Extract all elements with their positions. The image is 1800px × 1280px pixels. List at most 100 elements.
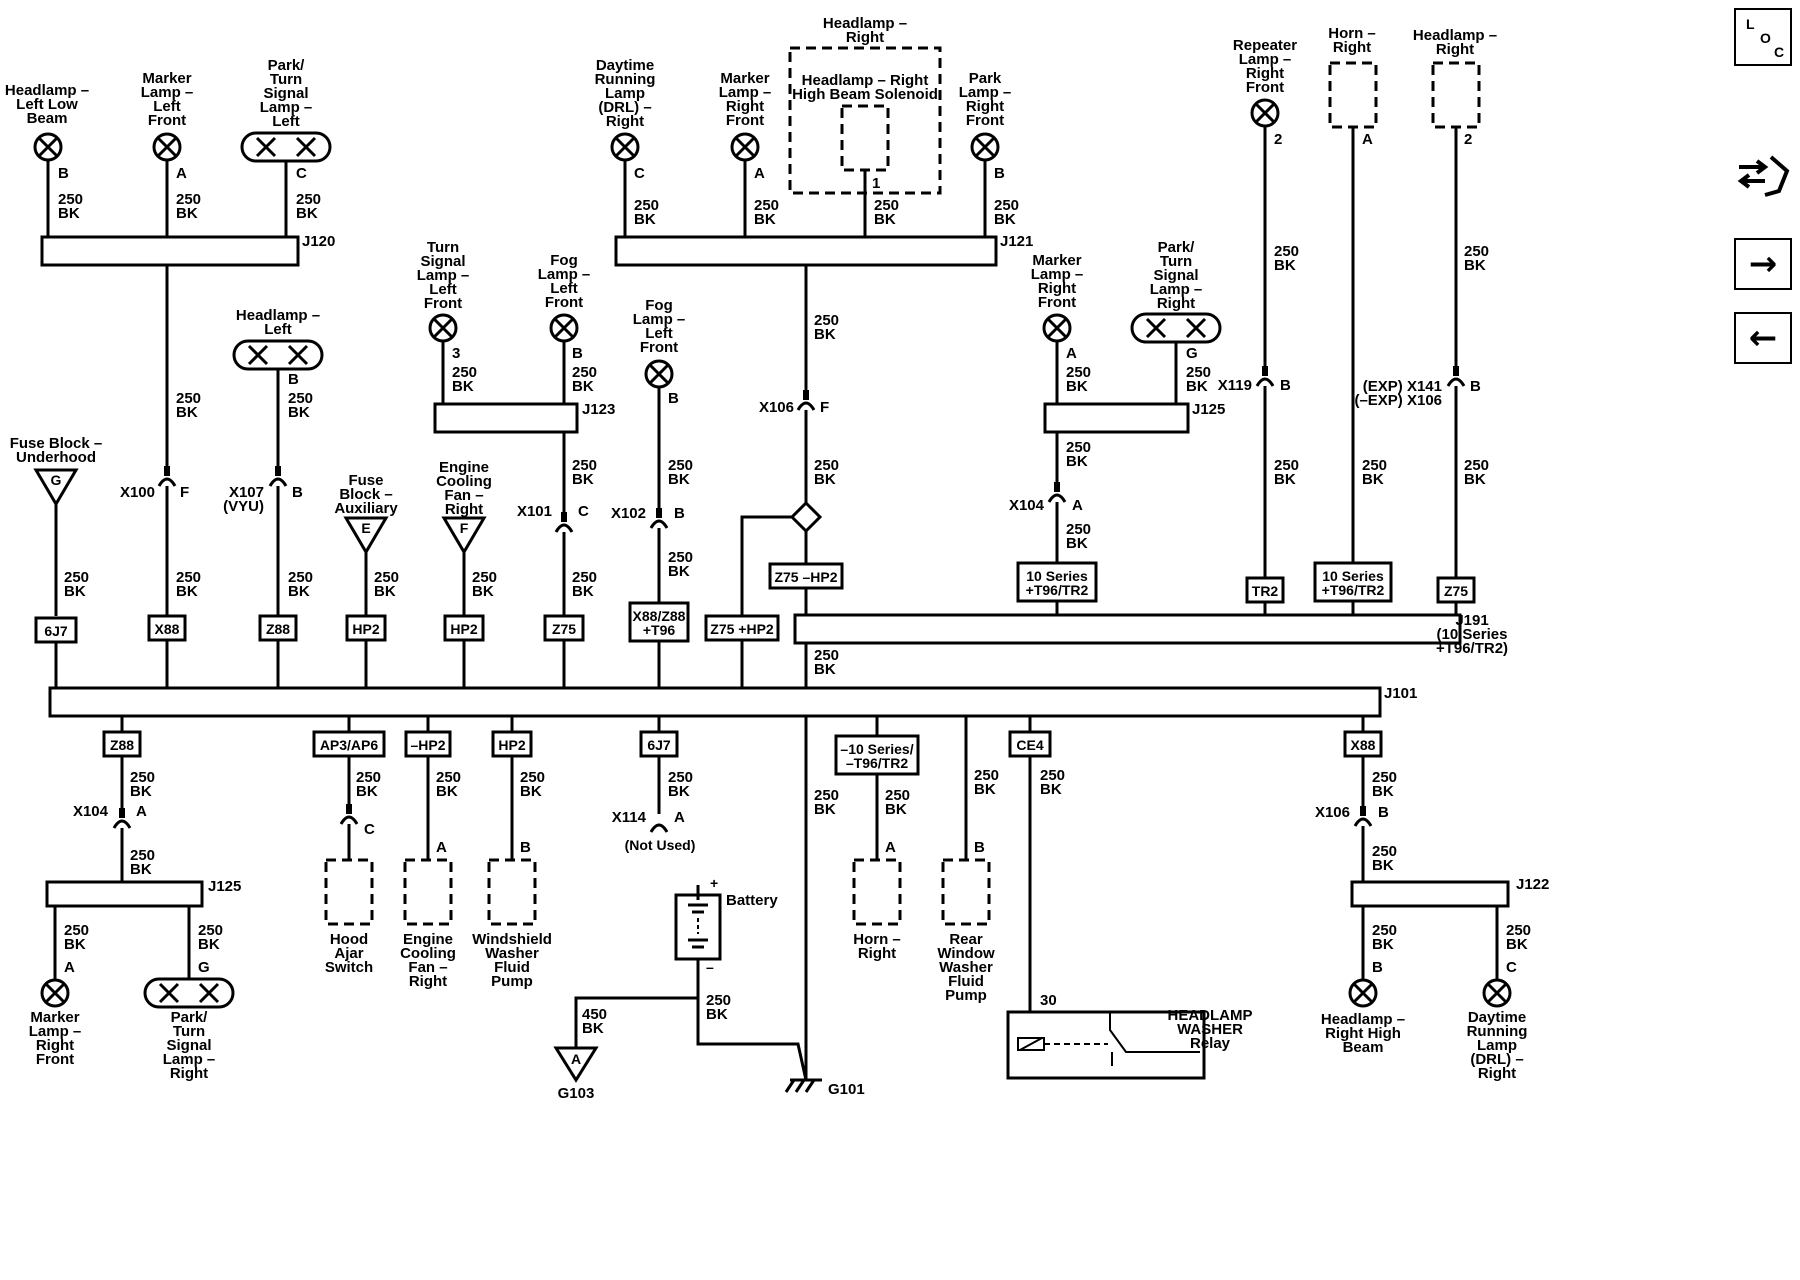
wire-x102-x88-gauge: 250 xyxy=(668,549,693,566)
connector-x106-f-name: X106 xyxy=(759,399,794,416)
wire-j121-x106-color: BK xyxy=(814,326,836,343)
wire-fog-left-front-1-gauge: 250 xyxy=(572,364,597,381)
connector-x104-bot-name: X104 xyxy=(73,803,109,820)
back-button[interactable]: ← xyxy=(1734,312,1792,364)
svg-text:X88: X88 xyxy=(1351,737,1376,753)
connector-x102-name: X102 xyxy=(611,505,646,522)
wire-park-turn-right-mid-gauge: 250 xyxy=(1186,364,1211,381)
option-6j7-1: 6J7 xyxy=(34,616,78,644)
marker-right-front-bot-pin: A xyxy=(64,959,75,976)
wire-headlamp-right-top-color: BK xyxy=(1464,257,1486,274)
turn-left-front-pin: 3 xyxy=(452,345,460,362)
location-view-button[interactable]: L O C xyxy=(1734,8,1792,66)
wire-z88-x104-gauge: 250 xyxy=(130,769,155,786)
wire-park-turn-right-mid-color: BK xyxy=(1186,378,1208,395)
loc-letter-o: O xyxy=(1760,30,1771,46)
wire-minus-hp2-fan-gauge: 250 xyxy=(436,769,461,786)
wire-hl-left-low-gauge: 250 xyxy=(58,191,83,208)
svg-text:E: E xyxy=(361,520,370,536)
connector-hood xyxy=(339,804,359,825)
wire-j122-drl-color: BK xyxy=(1506,936,1528,953)
hood-ajar-pin: C xyxy=(364,821,375,838)
wire-ce4-relay-color: BK xyxy=(1040,781,1062,798)
splice-j125-bot-label: J125 xyxy=(208,878,241,895)
horn-right-bot-box xyxy=(852,858,902,926)
wire-fog-left-front-2-color: BK xyxy=(668,471,690,488)
hood-ajar-box xyxy=(324,858,374,926)
connector-x101-name: X101 xyxy=(517,503,552,520)
wire-j121-x106-gauge: 250 xyxy=(814,312,839,329)
option-10series-1: 10 Series+T96/TR2 xyxy=(1016,561,1098,603)
svg-text:Z75: Z75 xyxy=(552,621,576,637)
marker-right-front-top-pin: A xyxy=(754,165,765,182)
option-z75-hp2: Z75 +HP2 xyxy=(704,614,780,642)
battery-minus-label: – xyxy=(706,959,714,975)
loc-letter-c: C xyxy=(1774,44,1785,60)
ground-g101 xyxy=(784,1078,822,1093)
wire-repeater-right-front-color: BK xyxy=(1274,257,1296,274)
forward-button[interactable]: → xyxy=(1734,238,1792,290)
wire-headlamp-left-color: BK xyxy=(288,404,310,421)
svg-text:AP3/AP6: AP3/AP6 xyxy=(320,737,379,753)
wire-marker-left-front-gauge: 250 xyxy=(176,191,201,208)
connector-x141-x106-pin: B xyxy=(1470,378,1481,395)
wire-10series-horn-gauge: 250 xyxy=(885,787,910,804)
option-z75-2: Z75 xyxy=(1436,576,1476,604)
wire-horn-right-top-gauge: 250 xyxy=(1362,457,1387,474)
wire-z88-x104-color: BK xyxy=(130,783,152,800)
washer-pump-pin: B xyxy=(520,839,531,856)
wire-headlamp-right-top-gauge: 250 xyxy=(1464,243,1489,260)
wire-x100-x88-color: BK xyxy=(176,583,198,600)
fog-left-front-1-pin: B xyxy=(572,345,583,362)
svg-text:+T96/TR2: +T96/TR2 xyxy=(1026,582,1089,598)
drl-right-bot-lamp xyxy=(1482,978,1512,1008)
wire-x100-x88-gauge: 250 xyxy=(176,569,201,586)
option-hp2-2: HP2 xyxy=(443,614,485,642)
wire-x106-j122-gauge: 250 xyxy=(1372,843,1397,860)
option-ce4: CE4 xyxy=(1008,730,1052,758)
option-x88-1: X88 xyxy=(147,614,187,642)
connector-x114-name: X114 xyxy=(612,809,647,826)
splice-j191 xyxy=(793,613,1462,645)
svg-text:–T96/TR2: –T96/TR2 xyxy=(846,755,908,771)
wire-x104-10series-gauge: 250 xyxy=(1066,521,1091,538)
connector-x114 xyxy=(649,823,669,833)
svg-text:+T96/TR2: +T96/TR2 xyxy=(1322,582,1385,598)
repeater-right-front-lamp xyxy=(1250,98,1280,128)
svg-text:6J7: 6J7 xyxy=(647,737,671,753)
wire-j125-park-gauge: 250 xyxy=(198,922,223,939)
headlamp-right-top-pin: 2 xyxy=(1464,131,1472,148)
wire-marker-right-front-top-color: BK xyxy=(754,211,776,228)
diagnostic-tool-button[interactable] xyxy=(1734,150,1792,202)
connector-x141-x106-name: (EXP) X141(–EXP) X106 xyxy=(1354,378,1442,409)
battery-label: Battery xyxy=(726,892,778,909)
svg-text:HP2: HP2 xyxy=(498,737,525,753)
svg-text:X88: X88 xyxy=(155,621,180,637)
option-6j7-2: 6J7 xyxy=(639,730,679,758)
fog-left-front-1-lamp xyxy=(549,313,579,343)
horn-right-top-pin: A xyxy=(1362,131,1373,148)
forward-arrow-icon: → xyxy=(1748,244,1778,284)
ground-g101-label: G101 xyxy=(828,1081,865,1098)
wire-hl-right-high-solenoid-color: BK xyxy=(874,211,896,228)
option-minus-hp2: –HP2 xyxy=(404,730,452,758)
fuse-auxiliary-symbol: E xyxy=(343,516,389,555)
turn-left-front-lamp xyxy=(428,313,458,343)
option-x88-2: X88 xyxy=(1343,730,1383,758)
wire-turn-left-front-gauge: 250 xyxy=(452,364,477,381)
splice-j120 xyxy=(40,235,300,267)
wire-x88-x106-color: BK xyxy=(1372,783,1394,800)
hl-right-high-solenoid-pin: 1 xyxy=(872,175,880,192)
marker-left-front-lamp xyxy=(152,132,182,162)
wire-x107-z88-gauge: 250 xyxy=(288,569,313,586)
